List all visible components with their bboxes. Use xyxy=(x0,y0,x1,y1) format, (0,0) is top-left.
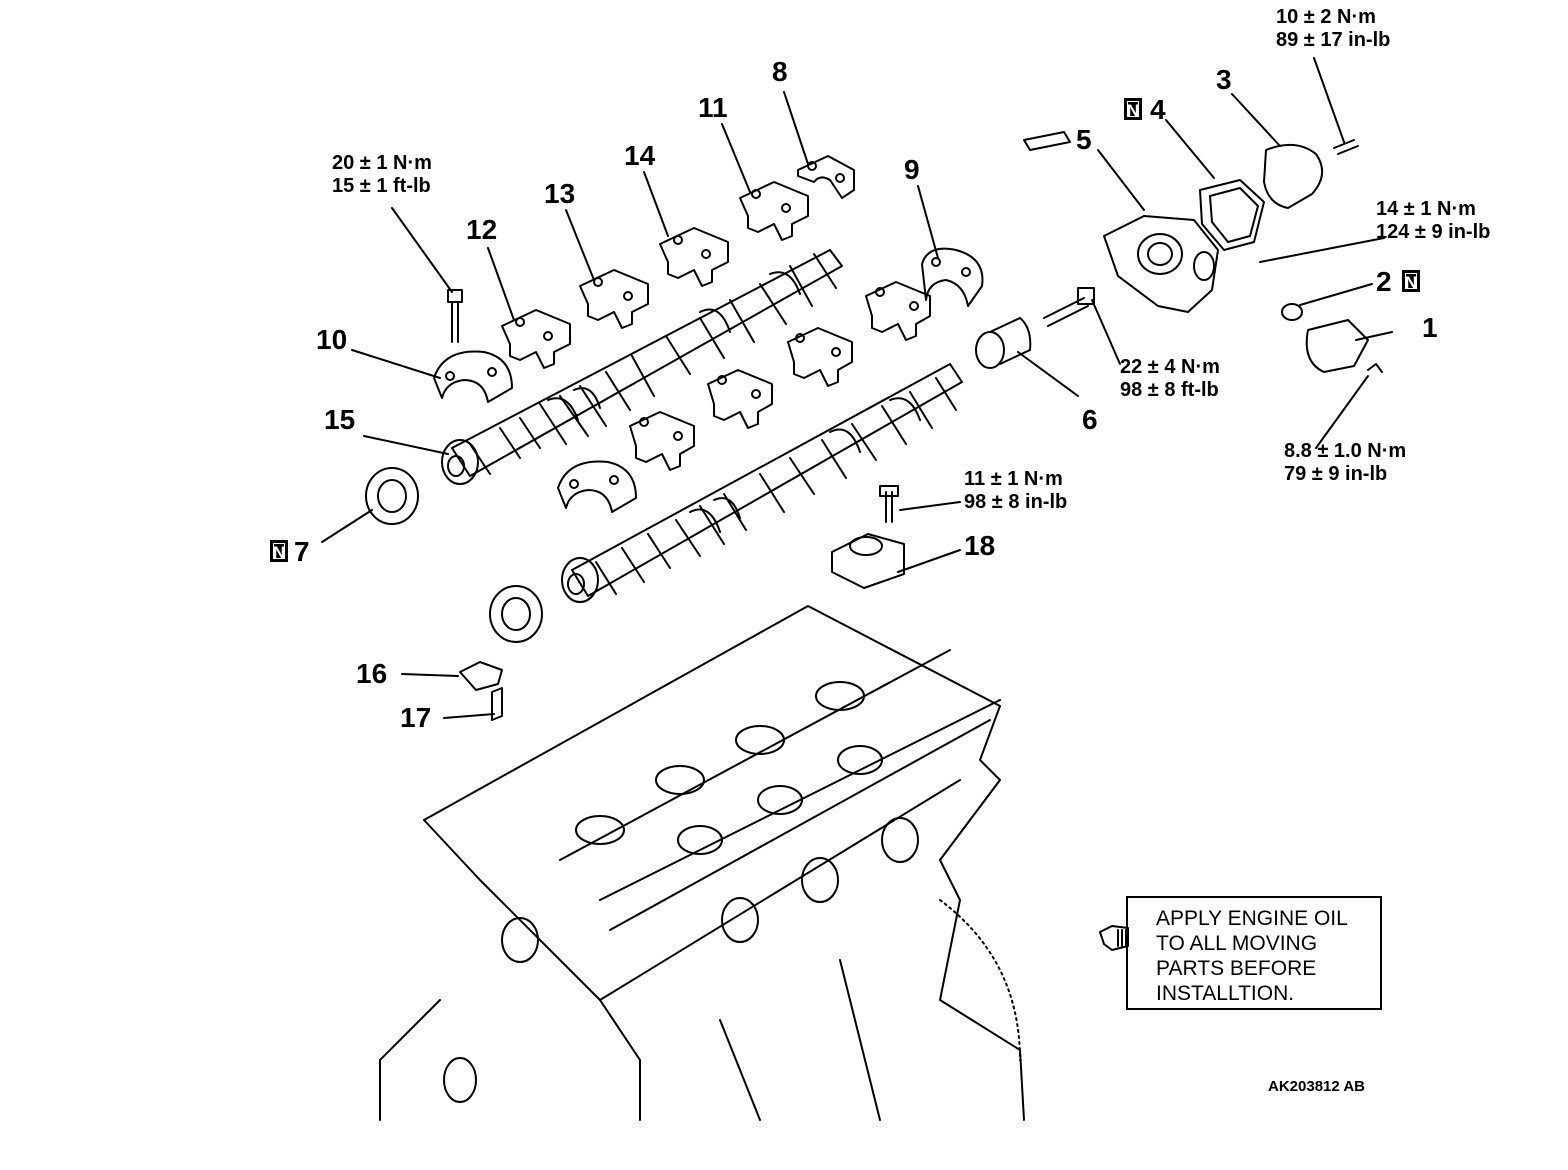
cam-adapter xyxy=(975,287,1095,369)
callout-10: 10 xyxy=(316,324,348,355)
callout-9: 9 xyxy=(904,154,920,185)
cap-bolt xyxy=(447,289,463,343)
bracket xyxy=(831,485,905,589)
callout-2: 2 xyxy=(1376,266,1392,297)
torque-cam-cap-bolt: 20 ± 1 N·m 15 ± 1 ft-lb xyxy=(332,152,432,198)
camshaft-lower xyxy=(561,363,963,603)
new-part-mark-4: N xyxy=(1124,98,1142,120)
torque-imperial: 98 ± 8 ft-lb xyxy=(1120,379,1219,401)
reference-code: AK203812 AB xyxy=(1268,1078,1365,1095)
end-cover xyxy=(1263,139,1359,209)
oil-seals xyxy=(365,467,543,643)
torque-metric: 20 ± 1 N·m xyxy=(332,152,432,174)
callout-17: 17 xyxy=(400,702,432,733)
torque-metric: 8.8 ± 1.0 N·m xyxy=(1284,440,1407,462)
callout-16: 16 xyxy=(356,658,388,689)
callout-14: 14 xyxy=(624,140,656,171)
cam-housing xyxy=(1023,131,1219,313)
note-line: INSTALLTION. xyxy=(1156,982,1295,1005)
torque-cover-bolt: 10 ± 2 N·m 89 ± 17 in-lb xyxy=(1276,6,1390,52)
torque-bracket-bolt: 11 ± 1 N·m 98 ± 8 in-lb xyxy=(964,468,1067,514)
callout-3: 3 xyxy=(1216,64,1232,95)
callout-4: 4 xyxy=(1150,94,1166,125)
torque-imperial: 79 ± 9 in-lb xyxy=(1284,463,1388,485)
oil-note-box: APPLY ENGINE OIL TO ALL MOVING PARTS BEF… xyxy=(1126,896,1382,1010)
bearing-caps xyxy=(433,155,984,513)
torque-sensor-bolt: 8.8 ± 1.0 N·m 79 ± 9 in-lb xyxy=(1284,440,1406,486)
torque-imperial: 98 ± 8 in-lb xyxy=(964,491,1068,513)
torque-metric: 14 ± 1 N·m xyxy=(1376,198,1476,220)
leader-lines xyxy=(321,57,1393,719)
torque-imperial: 89 ± 17 in-lb xyxy=(1276,29,1391,51)
callout-8: 8 xyxy=(772,56,788,87)
cylinder-head xyxy=(379,605,1025,1121)
callout-1: 1 xyxy=(1422,312,1438,343)
gasket xyxy=(1199,179,1265,251)
note-line: APPLY ENGINE OIL xyxy=(1156,907,1348,930)
note-line: TO ALL MOVING xyxy=(1156,932,1318,955)
torque-sprocket-bolt: 22 ± 4 N·m 98 ± 8 ft-lb xyxy=(1120,356,1220,402)
cam-sensor xyxy=(1281,303,1383,373)
torque-housing-bolt: 14 ± 1 N·m 124 ± 9 in-lb xyxy=(1376,198,1490,244)
new-part-mark-2: N xyxy=(1402,270,1420,292)
callout-5: 5 xyxy=(1076,124,1092,155)
callout-15: 15 xyxy=(324,404,356,435)
torque-imperial: 15 ± 1 ft-lb xyxy=(332,175,431,197)
callout-13: 13 xyxy=(544,178,576,209)
callout-7: 7 xyxy=(294,536,310,567)
torque-metric: 22 ± 4 N·m xyxy=(1120,356,1220,378)
torque-metric: 10 ± 2 N·m xyxy=(1276,6,1376,28)
callout-11: 11 xyxy=(698,92,728,123)
torque-metric: 11 ± 1 N·m xyxy=(964,468,1063,490)
lifter-parts xyxy=(459,661,503,721)
callout-18: 18 xyxy=(964,530,996,561)
torque-imperial: 124 ± 9 in-lb xyxy=(1376,221,1491,243)
new-part-mark-7: N xyxy=(270,540,288,562)
oil-can-icon xyxy=(1099,925,1129,951)
callout-6: 6 xyxy=(1082,404,1098,435)
camshaft-upper xyxy=(441,249,843,485)
note-line: PARTS BEFORE xyxy=(1156,957,1317,980)
callout-12: 12 xyxy=(466,214,498,245)
